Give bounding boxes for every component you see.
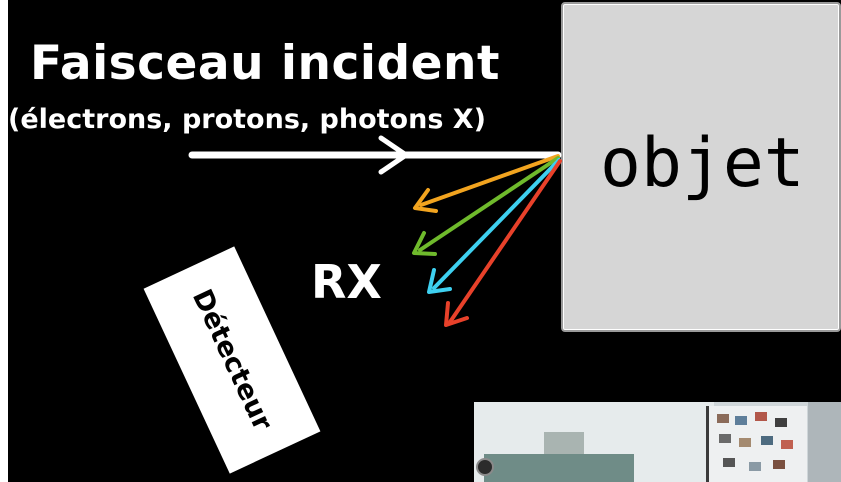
webcam-wall-post [808,402,841,482]
incident-beam-title: Faisceau incident [30,36,500,91]
xray-emission-arrow-green [412,156,560,256]
webcam-equipment [484,454,634,482]
camera-icon [476,458,494,476]
webcam-equipment-top [544,432,584,456]
object-label: objet [600,124,805,203]
poster-thumbnail [739,438,751,447]
xray-emission-arrow-cyan [427,158,561,294]
poster-thumbnail [719,434,731,443]
beam-arrows-diagram [188,135,562,327]
poster-thumbnail [773,460,785,469]
particle-types-subtitle: (électrons, protons, photons X) [8,104,486,135]
slide-canvas: Faisceau incident (électrons, protons, p… [8,0,841,482]
object-box [561,2,841,332]
poster-thumbnail [775,418,787,427]
incident-beam-arrow [188,135,562,175]
webcam-inset [474,402,841,482]
xray-label: RX [311,255,382,309]
poster-thumbnail [723,458,735,467]
poster-thumbnail [749,462,761,471]
webcam-poster-board [706,406,807,482]
poster-thumbnail [781,440,793,449]
poster-thumbnail [755,412,767,421]
poster-thumbnail [717,414,729,423]
poster-thumbnail [761,436,773,445]
poster-thumbnail [735,416,747,425]
xray-emission-arrow-red [444,159,562,327]
xray-emission-arrow-orange [413,154,560,213]
